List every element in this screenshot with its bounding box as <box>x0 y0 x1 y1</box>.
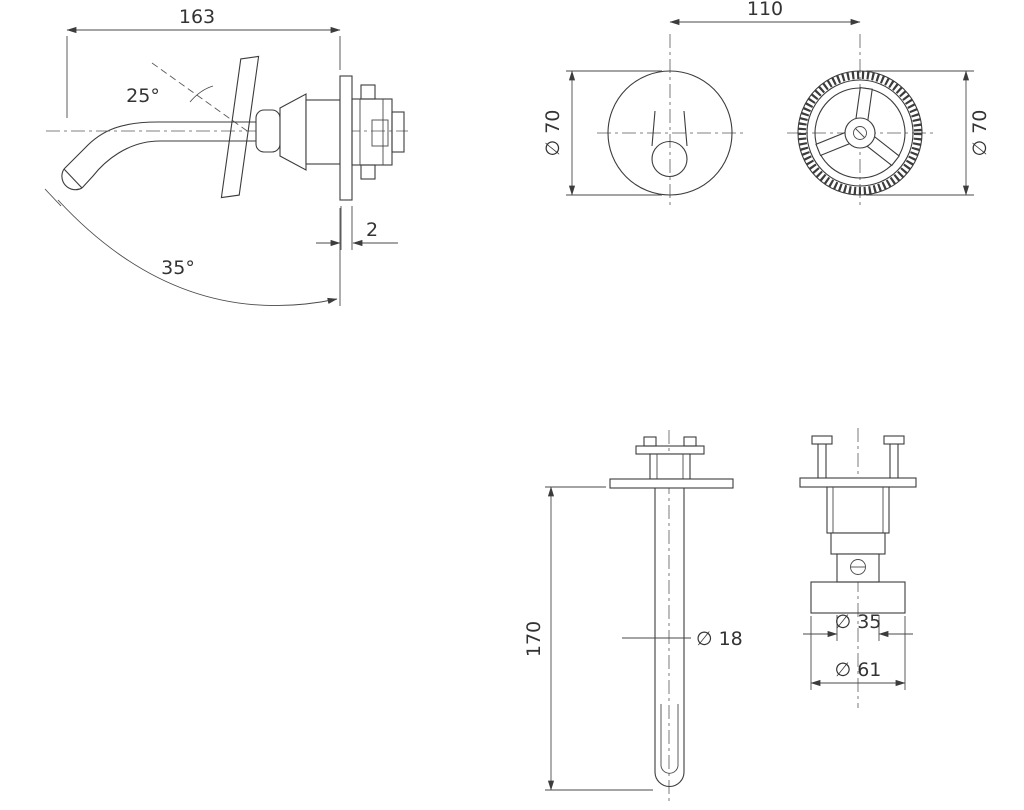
dim-label-2: 2 <box>366 219 378 241</box>
dim-label-d70-spout: ∅ 70 <box>542 110 564 157</box>
dim-label-25deg: 25° <box>126 85 160 107</box>
side-view: 163 25° <box>44 6 408 307</box>
dim-handle-angle: 25° <box>126 62 251 134</box>
dim-swivel-angle: 35° <box>44 188 341 307</box>
mount-bolt-top <box>360 84 376 100</box>
spout-outlet <box>651 140 688 178</box>
dim-label-163: 163 <box>179 6 215 28</box>
dim-label-d18: ∅ 18 <box>696 628 743 650</box>
mount-bolt-bottom <box>360 164 376 180</box>
valve-detail-view: ∅ 35 ∅ 61 <box>799 428 917 708</box>
valve-mounting-bolts <box>811 435 905 478</box>
dim-label-110: 110 <box>747 0 783 20</box>
dim-label-d61: ∅ 61 <box>835 659 882 681</box>
dim-hole-centres: 110 <box>669 0 861 26</box>
dim-plate-thickness: 2 <box>316 206 398 250</box>
spout-mounting-hardware <box>635 436 705 480</box>
valve-flange-plate <box>799 477 917 488</box>
dim-tube-diameter: ∅ 18 <box>622 628 743 650</box>
valve-knurled-wheel <box>810 581 906 614</box>
wall-plate <box>339 75 353 201</box>
dim-handle-flange-diameter: ∅ 70 <box>866 70 991 196</box>
dim-spout-flange-diameter: ∅ 70 <box>542 70 662 196</box>
dim-label-d35: ∅ 35 <box>835 611 882 633</box>
hub-screw <box>853 126 867 140</box>
in-wall-body <box>351 84 405 180</box>
wheel-knurl-ring <box>798 71 922 195</box>
dim-body-diameter: ∅ 35 <box>803 611 913 641</box>
spout-escutcheon-front <box>607 70 733 196</box>
dim-label-d70-handle: ∅ 70 <box>969 110 991 157</box>
spout-tube <box>654 488 685 787</box>
valve-body-side <box>255 75 353 201</box>
handle-wheel-front <box>797 70 923 196</box>
dim-tube-length: 170 <box>523 486 653 791</box>
dim-label-35deg: 35° <box>161 257 195 279</box>
spout-detail-view: ∅ 18 170 <box>523 430 743 802</box>
front-view: 110 ∅ 70 <box>542 0 991 206</box>
spout-flange-plate <box>609 478 734 489</box>
dim-flange-diameter: ∅ 61 <box>810 616 906 690</box>
valve-body <box>810 486 906 614</box>
dim-label-170: 170 <box>523 621 545 657</box>
handle-wheel-side <box>220 55 260 199</box>
dim-spout-length: 163 <box>66 6 341 118</box>
